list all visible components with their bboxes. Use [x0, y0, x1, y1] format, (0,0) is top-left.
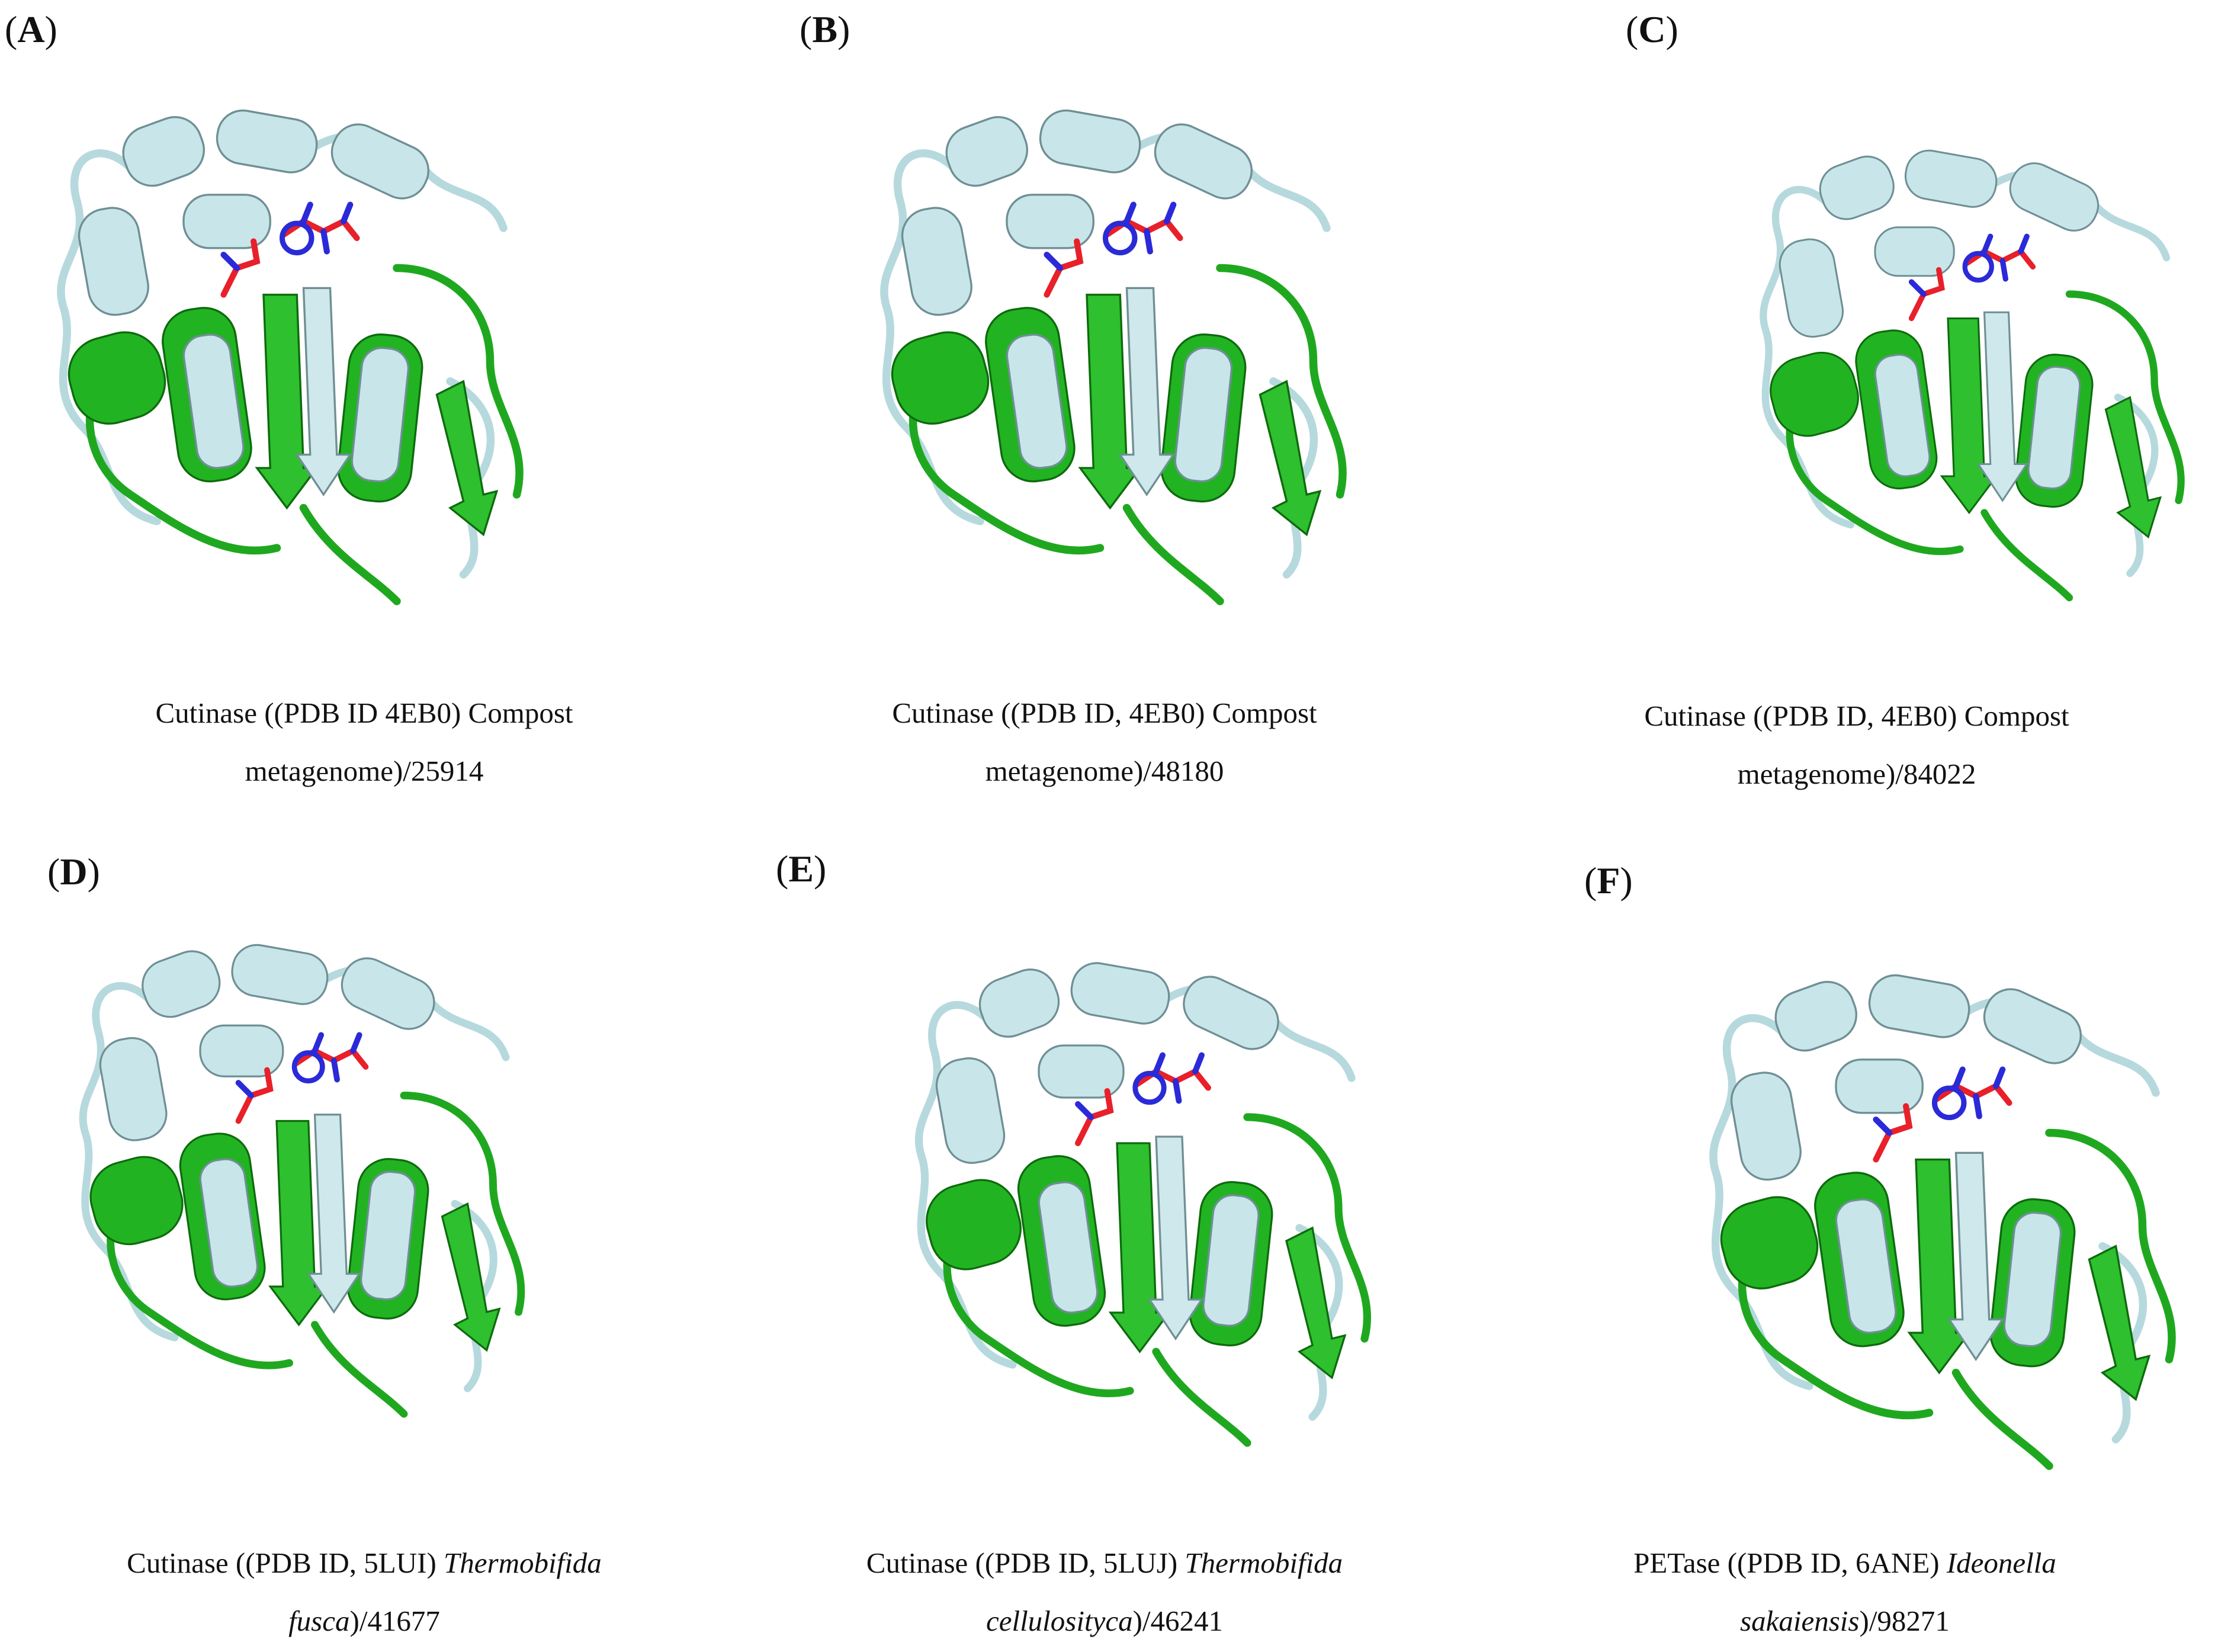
- caption-line-1: Cutinase ((PDB ID, 5LUJ) Thermobifida: [740, 1534, 1469, 1592]
- caption-plain: metagenome)/25914: [245, 755, 484, 787]
- panel-caption: Cutinase ((PDB ID, 5LUI) Thermobifida fu…: [0, 1534, 728, 1650]
- caption-line-2: cellulosityca)/46241: [740, 1592, 1469, 1650]
- caption-plain: Cutinase ((PDB ID, 5LUJ): [866, 1547, 1185, 1579]
- caption-line-2: sakaiensis)/98271: [1481, 1592, 2209, 1650]
- panel-label-f: (F): [1584, 859, 1633, 902]
- caption-line-1: PETase ((PDB ID, 6ANE) Ideonella: [1481, 1534, 2209, 1592]
- caption-line-2: metagenome)/25914: [0, 742, 728, 800]
- protein-structure-image: [847, 77, 1380, 646]
- caption-plain: PETase ((PDB ID, 6ANE): [1633, 1547, 1947, 1579]
- caption-italic: fusca: [288, 1605, 350, 1637]
- caption-italic: Ideonella: [1946, 1547, 2056, 1579]
- panel-caption: PETase ((PDB ID, 6ANE) Ideonella sakaien…: [1481, 1534, 2209, 1650]
- protein-structure-image: [1676, 942, 2209, 1510]
- caption-plain: metagenome)/84022: [1737, 758, 1976, 790]
- protein-structure-image: [24, 59, 557, 663]
- caption-plain: )/46241: [1132, 1605, 1224, 1637]
- panel-letter: D: [60, 851, 88, 893]
- caption-plain: Cutinase ((PDB ID, 5LUI): [127, 1547, 444, 1579]
- protein-structure-image: [1729, 89, 2215, 669]
- caption-line-1: Cutinase ((PDB ID, 5LUI) Thermobifida: [0, 1534, 728, 1592]
- caption-plain: )/98271: [1859, 1605, 1950, 1637]
- caption-italic: cellulosityca: [986, 1605, 1133, 1637]
- panel-letter: C: [1638, 8, 1666, 50]
- protein-structure-image: [882, 918, 1404, 1499]
- caption-italic: Thermobifida: [444, 1547, 602, 1579]
- panel-label-c: (C): [1626, 8, 1678, 50]
- caption-line-2: metagenome)/84022: [1492, 745, 2221, 803]
- panel-letter: F: [1597, 859, 1620, 902]
- caption-plain: metagenome)/48180: [985, 755, 1224, 787]
- caption-italic: Thermobifida: [1184, 1547, 1343, 1579]
- panel-letter: B: [812, 8, 837, 50]
- caption-line-1: Cutinase ((PDB ID, 4EB0) Compost: [1644, 700, 2069, 732]
- caption-line-2: fusca)/41677: [0, 1592, 728, 1650]
- caption-line-1: Cutinase ((PDB ID, 4EB0) Compost: [892, 697, 1317, 729]
- caption-line-2: metagenome)/48180: [740, 742, 1469, 800]
- panel-caption: Cutinase ((PDB ID, 5LUJ) Thermobifida ce…: [740, 1534, 1469, 1650]
- caption-plain: )/41677: [349, 1605, 440, 1637]
- panel-label-d: (D): [47, 851, 100, 893]
- panel-label-e: (E): [776, 848, 827, 890]
- protein-structure-image: [47, 883, 557, 1487]
- caption-line-1: Cutinase ((PDB ID 4EB0) Compost: [155, 697, 573, 729]
- panel-label-b: (B): [800, 8, 850, 50]
- panel-letter: A: [17, 8, 45, 50]
- caption-italic: sakaiensis: [1740, 1605, 1860, 1637]
- panel-caption: Cutinase ((PDB ID, 4EB0) Compost metagen…: [740, 684, 1469, 800]
- panel-caption: Cutinase ((PDB ID, 4EB0) Compost metagen…: [1492, 687, 2221, 803]
- panel-label-a: (A): [5, 8, 57, 50]
- panel-letter: E: [788, 848, 814, 890]
- panel-caption: Cutinase ((PDB ID 4EB0) Compost metageno…: [0, 684, 728, 800]
